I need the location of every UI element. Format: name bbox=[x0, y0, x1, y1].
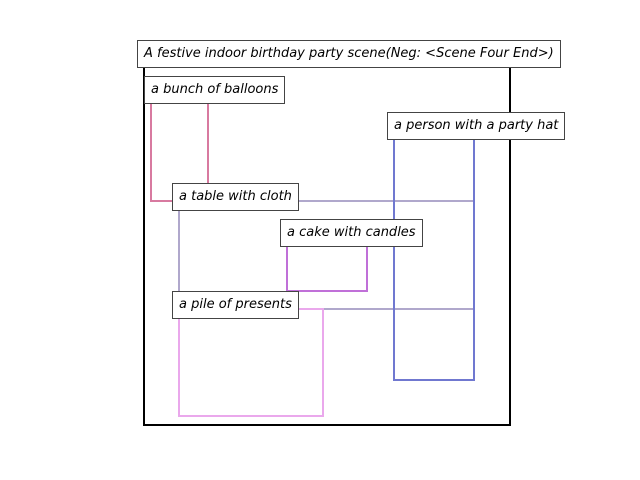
cake-label: a cake with candles bbox=[280, 219, 423, 247]
person-box bbox=[393, 129, 475, 381]
scene-caption: A festive indoor birthday party scene(Ne… bbox=[137, 40, 561, 68]
presents-label: a pile of presents bbox=[172, 291, 299, 319]
scene-frame bbox=[143, 59, 511, 426]
balloons-label: a bunch of balloons bbox=[144, 76, 286, 104]
person-label: a person with a party hat bbox=[387, 112, 566, 140]
table-label: a table with cloth bbox=[172, 183, 299, 211]
presents-box bbox=[178, 308, 324, 417]
